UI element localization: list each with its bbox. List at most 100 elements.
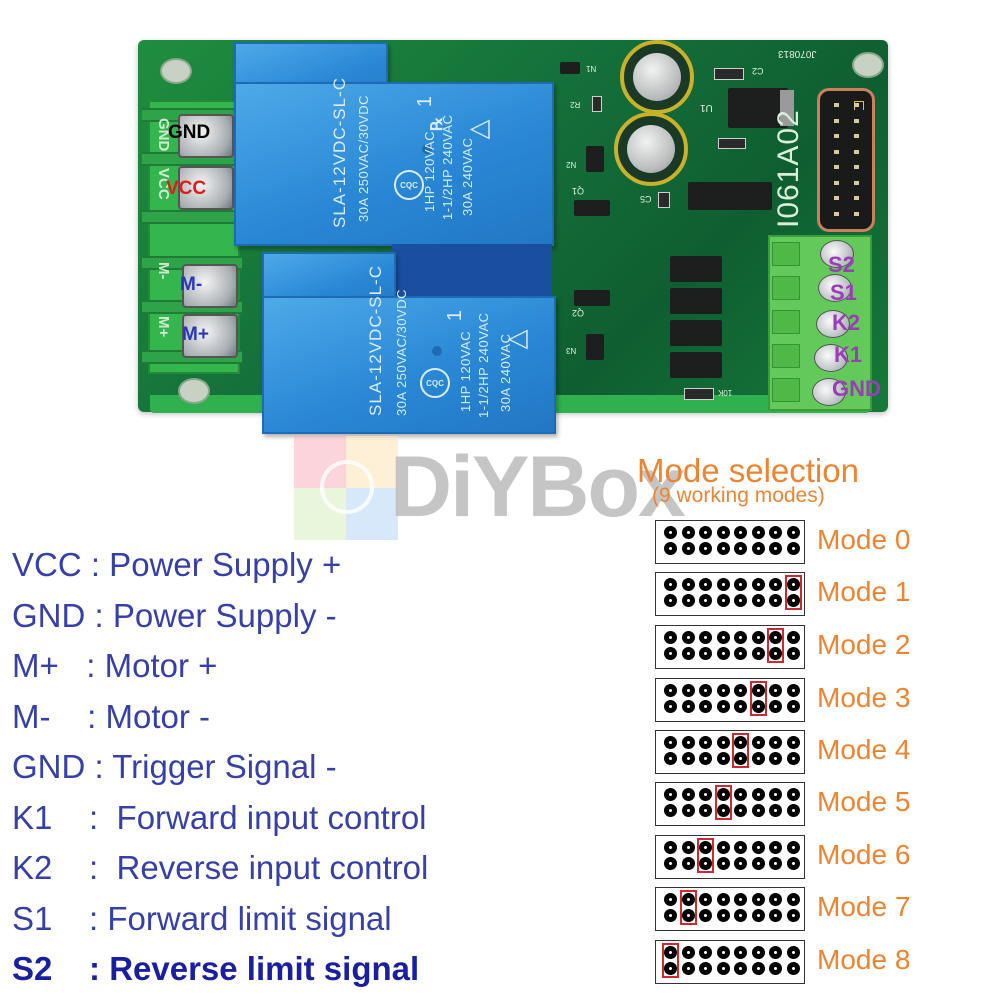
mode-row-4: Mode 4: [655, 730, 945, 775]
mode-row-7: Mode 7: [655, 887, 945, 932]
terminal-screw-k2[interactable]: [816, 310, 850, 338]
relay-2-rating-2: 1HP 120VAC: [458, 330, 473, 412]
pcb-photo: J070813 GND VCC M- M+ GND VCC M- M+ SLA-…: [0, 0, 1000, 434]
header-pin: [854, 149, 859, 154]
pin-dot-icon: [681, 542, 695, 555]
mount-hole-top-right: [852, 52, 884, 78]
optocoupler-3: [670, 320, 722, 346]
mode-label: Mode 3: [817, 682, 911, 713]
cqc-mark-icon: CQC: [420, 368, 450, 398]
terminal-screw-k1[interactable]: [814, 344, 848, 372]
pin-dot-icon: [786, 893, 800, 906]
pin-dot-icon: [664, 594, 677, 607]
pin-dot-icon: [734, 857, 747, 870]
pin-dot-icon: [681, 700, 695, 713]
mode-label: Mode 7: [817, 891, 911, 922]
silk-q1: Q1: [572, 186, 585, 196]
label-vcc: VCC: [166, 178, 207, 199]
pin-dot-icon: [769, 946, 782, 959]
relay-1-number: 1: [414, 95, 437, 108]
pin-dot-icon: [664, 804, 677, 817]
jumper-diagram: [655, 572, 805, 616]
diode-n3: [586, 334, 604, 360]
pin-dot-icon: [786, 752, 800, 765]
terminal-fin: [772, 310, 800, 334]
legend-row-vcc: VCC : Power Supply +: [12, 546, 342, 584]
pin-dot-icon: [699, 542, 712, 555]
legend-row-m-plus: M+ : Motor +: [12, 647, 218, 685]
pin-dot-icon: [786, 631, 800, 644]
pin-dot-icon: [786, 542, 800, 555]
jumper-diagram: [655, 940, 805, 984]
pin-dot-icon: [699, 857, 712, 870]
header-pin: [834, 134, 839, 138]
label-gnd-signal: GND: [832, 376, 881, 401]
mode-jumper-header[interactable]: [817, 88, 875, 232]
pin-dot-icon: [786, 736, 800, 749]
relay-dot: [432, 346, 442, 356]
pin-dot-icon: [699, 752, 712, 765]
pin-dot-icon: [681, 857, 695, 870]
pin-dot-icon: [664, 647, 677, 660]
pin-dot-icon: [664, 788, 677, 801]
pin-dot-icon: [716, 841, 730, 854]
transistor-q2: [574, 290, 610, 306]
silk-m-plus: M+: [155, 316, 172, 338]
label-gnd-power: GND: [168, 122, 211, 143]
pin-dot-icon: [769, 526, 782, 539]
header-pins: [664, 946, 804, 978]
pin-dot-icon: [769, 804, 782, 817]
mode-label: Mode 0: [817, 524, 911, 555]
terminal-screw-s1[interactable]: [818, 274, 852, 302]
terminal-screw-vcc[interactable]: [178, 166, 234, 210]
relay-1-rating-1: 30A 250VAC/30VDC: [356, 95, 371, 222]
pin-dot-icon: [699, 526, 712, 539]
pin-dot-icon: [716, 857, 730, 870]
pin-dot-icon: [769, 962, 782, 975]
jumper-diagram: [655, 678, 805, 722]
pin-dot-icon: [734, 946, 747, 959]
terminal-screw-m-plus[interactable]: [182, 314, 238, 358]
pin-dot-icon: [751, 736, 765, 749]
terminal-screw-s2[interactable]: [820, 240, 854, 268]
terminal-screw-gnd-signal[interactable]: [812, 378, 846, 406]
pin-dot-icon: [734, 700, 747, 713]
mode-label: Mode 5: [817, 786, 911, 817]
pin-dot-icon: [699, 647, 712, 660]
mode-row-6: Mode 6: [655, 835, 945, 880]
pin-dot-icon: [786, 684, 800, 697]
smd-r2: [592, 96, 602, 112]
smd-c2: [714, 68, 744, 80]
pin-dot-icon: [681, 841, 695, 854]
terminal-screw-m-minus[interactable]: [182, 264, 238, 308]
mode-row-2: Mode 2: [655, 625, 945, 670]
relay-1: SLA-12VDC-SL-C 30A 250VAC/30VDC CQC 1HP …: [234, 42, 554, 246]
pin-dot-icon: [681, 909, 695, 922]
smd-r1: [718, 138, 746, 149]
pin-dot-icon: [769, 788, 782, 801]
mode-selection-subtitle: (9 working modes): [652, 484, 825, 507]
mode-row-1: Mode 1: [655, 572, 945, 617]
jumper-highlight: [767, 628, 784, 663]
jumper-highlight: [662, 943, 679, 978]
pin-dot-icon: [734, 804, 747, 817]
header-pin: [834, 165, 839, 169]
relay-1-rating-4: 30A 240VAC: [460, 137, 475, 216]
label-k2: K2: [832, 310, 861, 335]
terminal-screw-gnd[interactable]: [178, 114, 234, 158]
pin-dot-icon: [751, 542, 765, 555]
pin-dot-icon: [786, 788, 800, 801]
mode-label: Mode 6: [817, 839, 911, 870]
header-pins: [664, 841, 804, 873]
mode-label: Mode 2: [817, 629, 911, 660]
pin-dot-icon: [734, 647, 747, 660]
pin-dot-icon: [716, 542, 730, 555]
watermark-text: DiYBox: [390, 439, 686, 535]
pin-dot-icon: [751, 804, 765, 817]
header-pin: [834, 118, 839, 123]
relay-2-model: SLA-12VDC-SL-C: [366, 265, 385, 416]
ul-mark-icon: ℞: [429, 116, 447, 132]
pin-dot-icon: [734, 526, 747, 539]
pin-dot-icon: [699, 788, 712, 801]
pin-dot-icon: [786, 804, 800, 817]
